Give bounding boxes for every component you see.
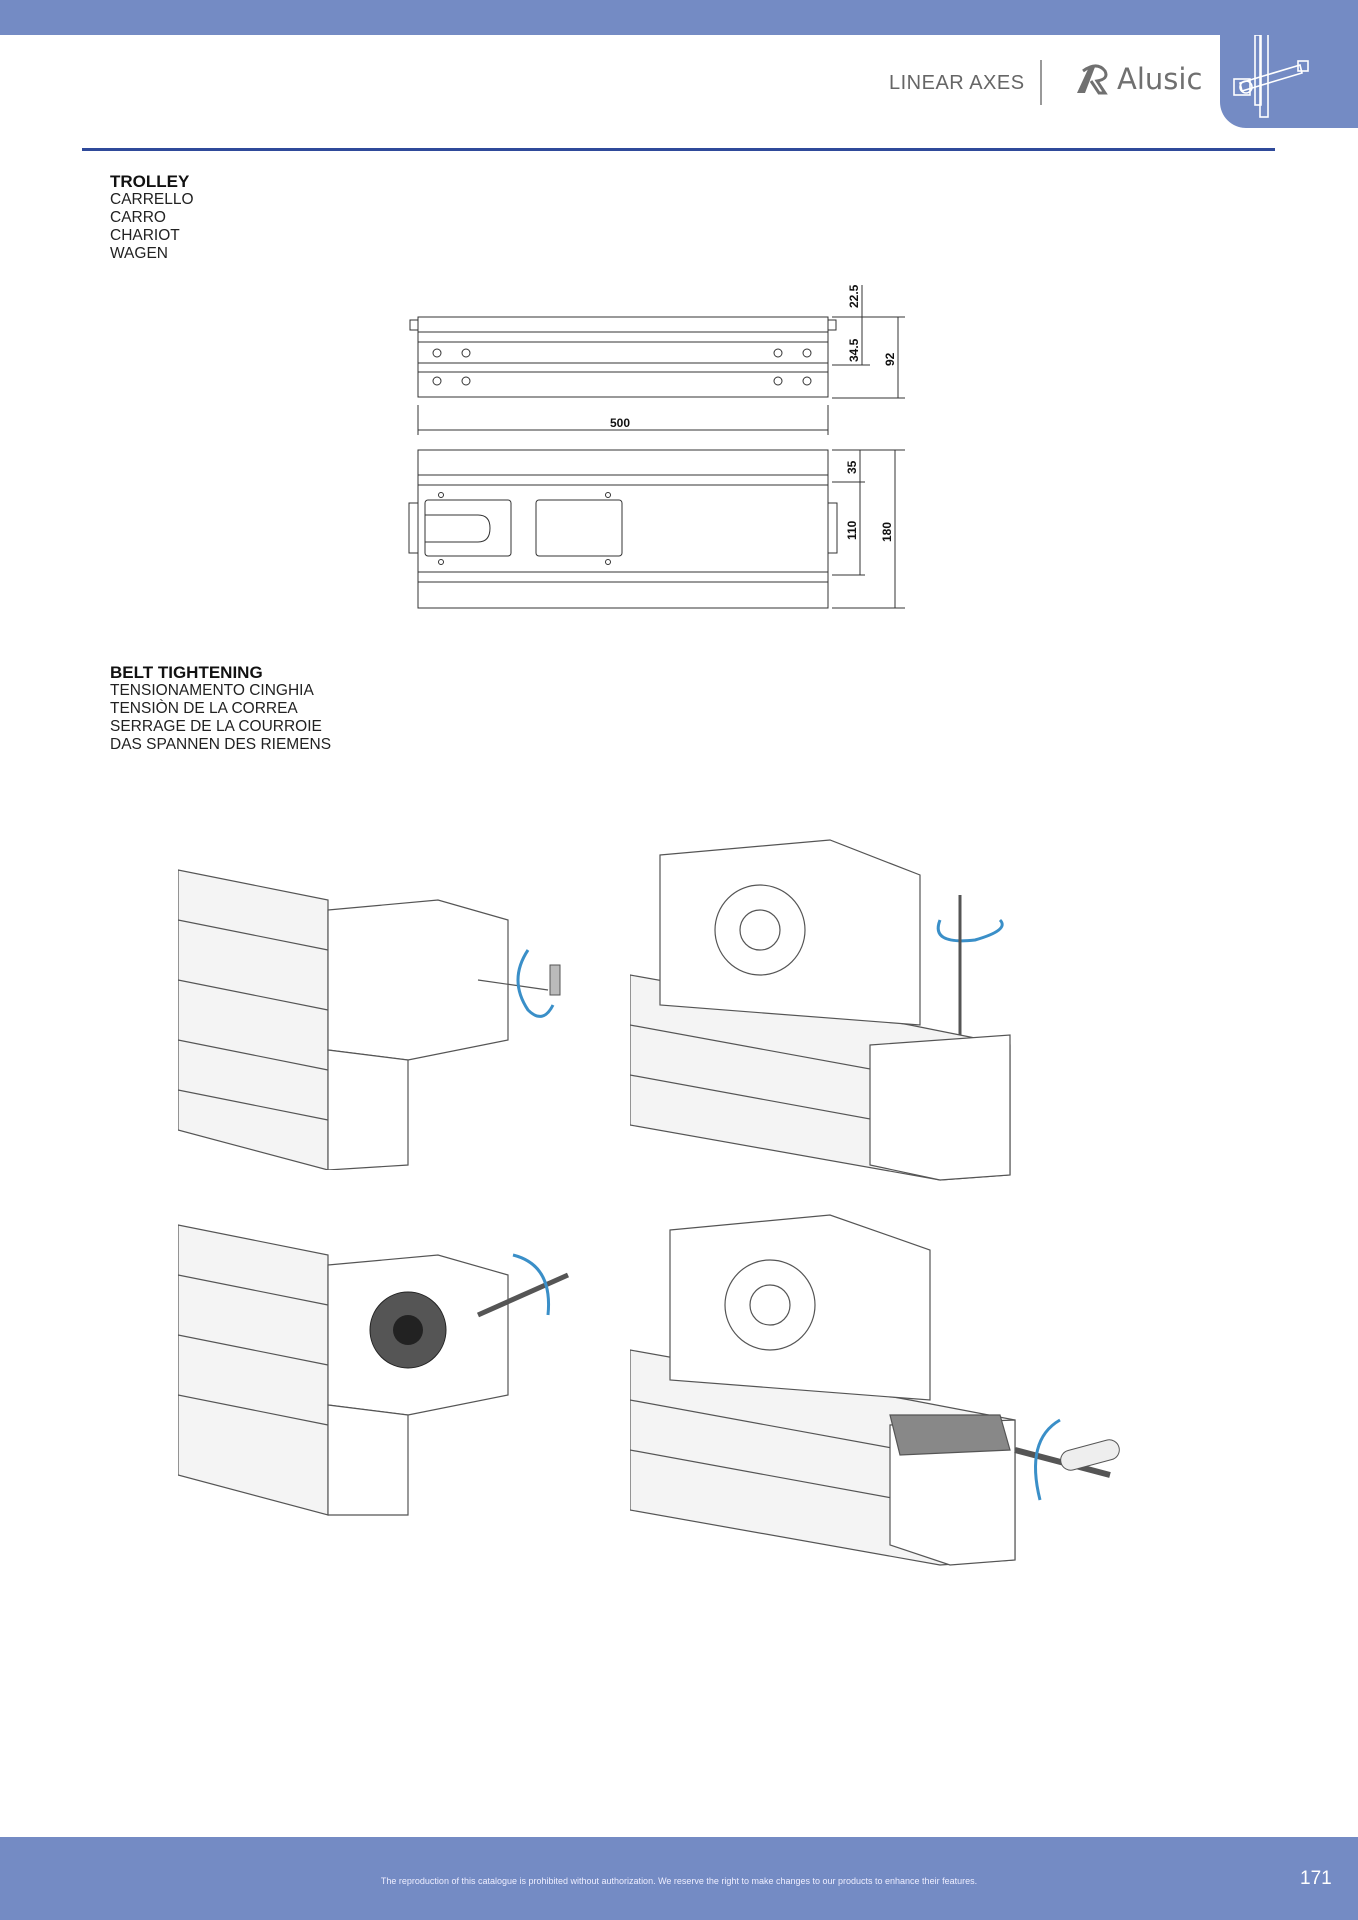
linear-axes-icon <box>1233 35 1309 118</box>
header-rule <box>82 148 1275 151</box>
trolley-translation: CARRO <box>110 209 166 226</box>
top-band <box>0 0 1358 35</box>
dim-110: 110 <box>845 520 859 540</box>
brand-logo: Alusic <box>1075 62 1202 96</box>
trolley-translation: WAGEN <box>110 245 168 262</box>
belt-illustration-2 <box>630 839 1011 1181</box>
header-icon-panel <box>1220 35 1358 128</box>
dim-35: 35 <box>845 460 859 474</box>
trolley-technical-drawing: 500 22.5 34.5 92 35 110 180 <box>408 284 905 609</box>
footer-band <box>0 1837 1358 1920</box>
belt-heading: BELT TIGHTENING TENSIONAMENTO CINGHIA TE… <box>110 664 331 754</box>
dim-width: 180 <box>880 522 894 542</box>
trolley-title: TROLLEY <box>110 172 190 191</box>
dim-34-5: 34.5 <box>847 338 861 362</box>
belt-illustration-1 <box>178 869 561 1170</box>
belt-title: BELT TIGHTENING <box>110 663 263 682</box>
footer-disclaimer: The reproduction of this catalogue is pr… <box>380 1876 978 1886</box>
belt-translation: SERRAGE DE LA COURROIE <box>110 718 322 735</box>
dim-22-5: 22.5 <box>847 284 861 308</box>
page-number: 171 <box>1300 1868 1332 1889</box>
belt-translation: TENSIÒN DE LA CORREA <box>110 700 298 717</box>
belt-illustration-4 <box>630 1214 1120 1566</box>
brand-name: Alusic <box>1117 62 1203 96</box>
belt-illustration-3 <box>178 1224 570 1516</box>
belt-translation: DAS SPANNEN DES RIEMENS <box>110 736 332 753</box>
trolley-translation: CHARIOT <box>110 227 180 244</box>
trolley-heading: TROLLEY CARRELLO CARRO CHARIOT WAGEN <box>110 173 194 263</box>
dim-length: 500 <box>610 416 630 430</box>
alusic-logo-mark <box>1077 64 1108 95</box>
trolley-translation: CARRELLO <box>110 191 194 208</box>
belt-translation: TENSIONAMENTO CINGHIA <box>110 682 314 699</box>
header-divider <box>1040 60 1042 105</box>
hex-key-icon <box>549 964 561 996</box>
dim-height: 92 <box>883 352 897 366</box>
section-label: LINEAR AXES <box>889 72 1025 94</box>
